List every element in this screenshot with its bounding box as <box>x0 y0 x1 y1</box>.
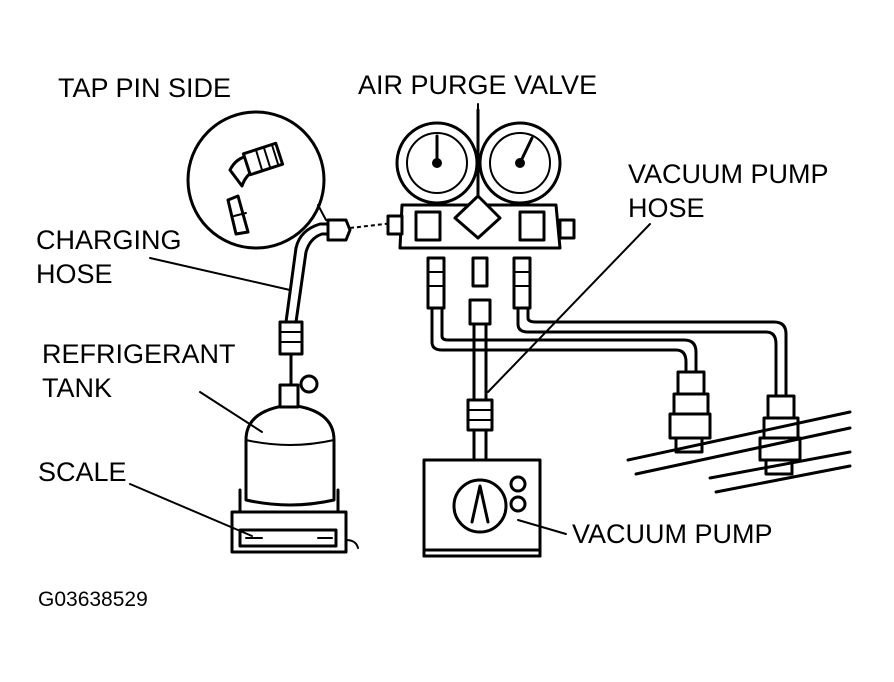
charging-hose <box>278 218 352 356</box>
vacuum-pump-hose-label-line2: HOSE <box>628 193 705 223</box>
service-couplers <box>626 370 852 494</box>
tap-pin-detail-circle <box>186 110 326 250</box>
refrigerant-tank-label-line1: REFRIGERANT <box>42 339 236 369</box>
manifold-hoses <box>426 256 788 462</box>
vacuum-pump-hose-label-line1: VACUUM PUMP <box>628 159 829 189</box>
figure-code: G03638529 <box>38 588 148 611</box>
charging-hose-label-line1: CHARGING <box>36 225 182 255</box>
scale-label: SCALE <box>38 457 127 487</box>
vacuum-pump <box>422 458 542 558</box>
refrigerant-tank-label-line2: TANK <box>42 373 113 403</box>
vacuum-pump-label: VACUUM PUMP <box>572 519 773 549</box>
refrigerant-tank <box>244 353 336 507</box>
scale <box>230 488 359 554</box>
leader-lines <box>129 103 651 537</box>
manifold-gauge-set <box>386 108 576 250</box>
tap-pin-side-label: TAP PIN SIDE <box>58 73 232 103</box>
air-purge-valve-label: AIR PURGE VALVE <box>358 70 598 100</box>
charging-hose-label-line2: HOSE <box>36 259 113 289</box>
